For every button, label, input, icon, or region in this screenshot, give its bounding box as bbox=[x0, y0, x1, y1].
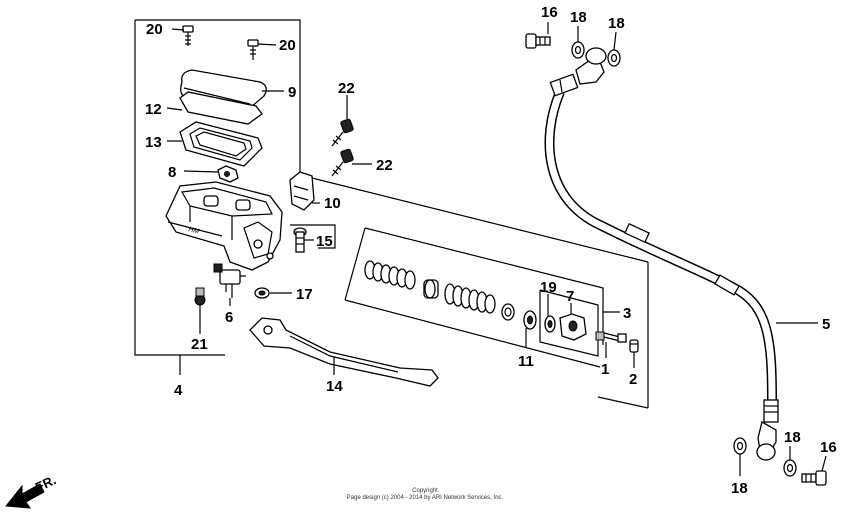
clutch-lever-14 bbox=[249, 317, 439, 387]
assembly-frame-4 bbox=[134, 19, 649, 409]
callout-18-top-a: 18 bbox=[570, 9, 587, 26]
piston bbox=[444, 283, 496, 314]
piston-end bbox=[501, 303, 515, 321]
piston-cup bbox=[423, 279, 439, 299]
bolt-20-left bbox=[182, 25, 194, 46]
holder-10 bbox=[289, 171, 315, 211]
callout-5: 5 bbox=[822, 316, 830, 333]
callout-17: 17 bbox=[296, 286, 313, 303]
callout-15: 15 bbox=[316, 233, 333, 250]
callout-16-top: 16 bbox=[541, 4, 558, 21]
callout-19: 19 bbox=[540, 279, 557, 296]
banjo-bolt-16-bottom bbox=[801, 470, 827, 486]
float-8 bbox=[217, 165, 239, 183]
washer-18-top-b bbox=[607, 49, 621, 67]
leader-lines bbox=[166, 22, 827, 476]
plate-12 bbox=[179, 91, 263, 125]
assembly-frame-3 bbox=[344, 227, 604, 368]
callout-18-bottom-b: 18 bbox=[784, 429, 801, 446]
banjo-fitting-top bbox=[575, 47, 607, 85]
copyright-line-2: Page design (c) 2004 - 2014 by ARI Netwo… bbox=[347, 495, 504, 501]
diaphragm-13 bbox=[179, 121, 263, 167]
callout-2: 2 bbox=[629, 371, 637, 388]
bolt-20-right bbox=[247, 39, 259, 60]
callout-18-top-b: 18 bbox=[608, 15, 625, 32]
callout-6: 6 bbox=[225, 309, 233, 326]
callout-21: 21 bbox=[191, 336, 208, 353]
screw-21 bbox=[194, 287, 206, 318]
callout-14: 14 bbox=[326, 378, 343, 395]
callout-20-right: 20 bbox=[279, 37, 296, 54]
callout-3: 3 bbox=[623, 305, 631, 322]
callout-20-left: 20 bbox=[146, 21, 163, 38]
bolt-22-upper bbox=[331, 118, 354, 147]
piston-spring bbox=[364, 260, 416, 290]
clutch-switch-6 bbox=[213, 263, 246, 298]
callout-12: 12 bbox=[145, 101, 162, 118]
arrow-icon bbox=[5, 483, 45, 509]
callout-22-upper: 22 bbox=[338, 80, 355, 97]
cap-17 bbox=[254, 287, 270, 299]
callout-4: 4 bbox=[174, 382, 183, 399]
banjo-bolt-16-top bbox=[525, 33, 551, 49]
callout-8: 8 bbox=[168, 164, 176, 181]
callout-9: 9 bbox=[288, 84, 296, 101]
ring-19 bbox=[544, 315, 556, 333]
callout-7: 7 bbox=[566, 288, 574, 305]
callout-16-bottom: 16 bbox=[820, 439, 837, 456]
washer-18-bottom-b bbox=[783, 459, 797, 477]
reservoir-marking-text: HM bbox=[188, 226, 200, 235]
callout-1: 1 bbox=[601, 361, 609, 378]
pivot-bolt-15 bbox=[293, 227, 307, 253]
master-cylinder-body: HM bbox=[165, 181, 283, 271]
banjo-fitting-bottom bbox=[756, 421, 777, 461]
washer-18-top-a bbox=[571, 41, 585, 59]
washer-18-bottom-a bbox=[733, 437, 747, 455]
nut-2 bbox=[629, 339, 639, 353]
clutch-hose-5 bbox=[544, 73, 779, 423]
callout-13: 13 bbox=[145, 134, 162, 151]
leader-15-box bbox=[290, 224, 336, 249]
washer-11 bbox=[523, 310, 537, 330]
copyright-line-1: Copyright bbox=[412, 488, 438, 494]
front-direction-indicator: FR. bbox=[5, 472, 58, 509]
callout-22-lower: 22 bbox=[376, 157, 393, 174]
boot-7 bbox=[559, 313, 587, 341]
copyright-notice: Copyright Page design (c) 2004 - 2014 by… bbox=[347, 488, 504, 501]
callout-10: 10 bbox=[324, 195, 341, 212]
bolt-22-lower bbox=[331, 148, 354, 177]
sub-frame-7 bbox=[539, 289, 599, 357]
callout-labels: 20 20 9 12 13 8 10 22 22 15 17 6 21 4 14… bbox=[145, 4, 837, 497]
front-label: FR. bbox=[33, 472, 58, 494]
push-rod-1 bbox=[595, 331, 627, 343]
callout-11: 11 bbox=[518, 353, 534, 370]
callout-18-bottom-a: 18 bbox=[731, 480, 748, 497]
